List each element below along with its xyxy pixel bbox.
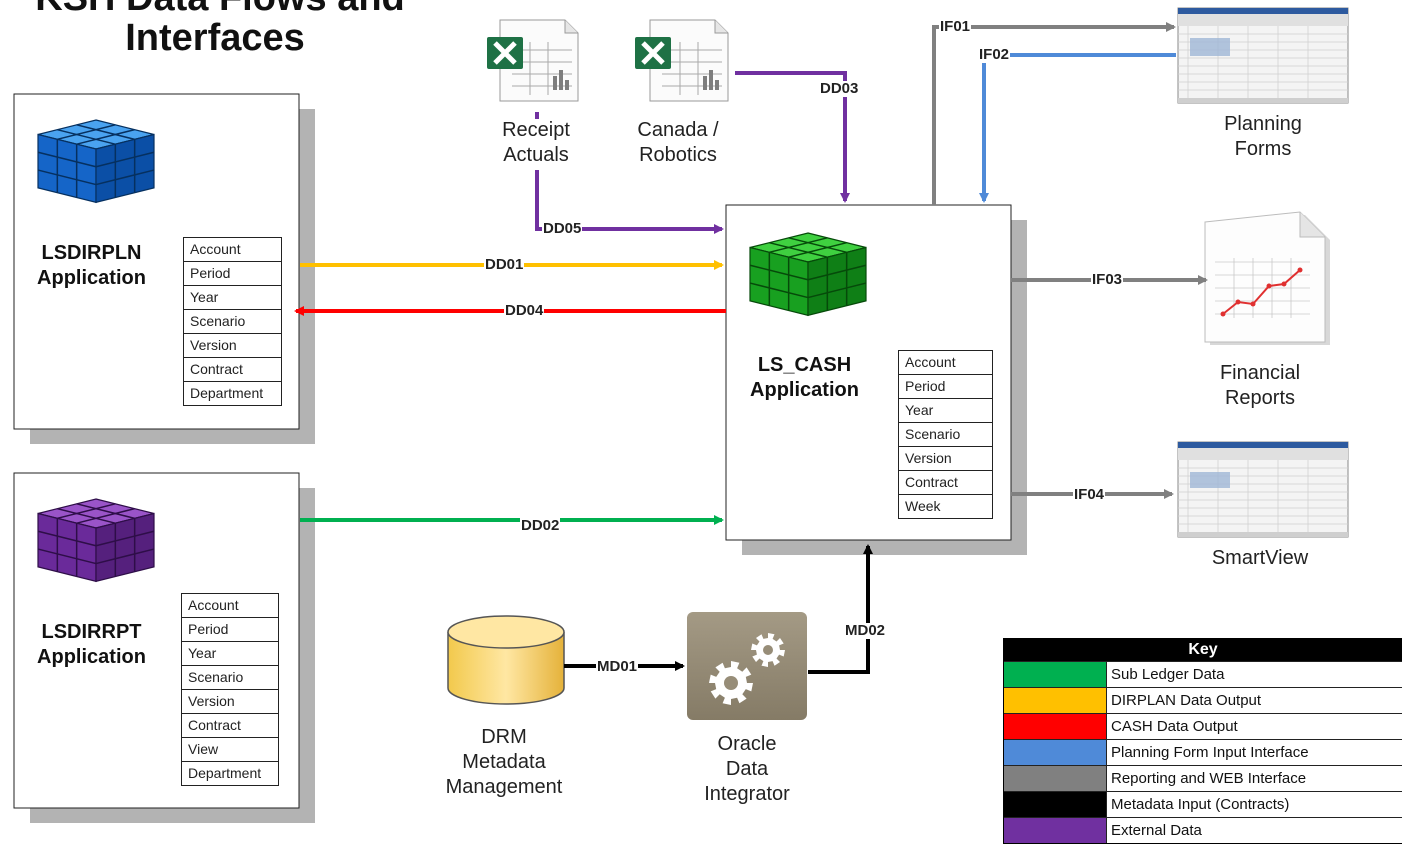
- legend-label: Planning Form Input Interface: [1111, 744, 1309, 761]
- lsdirpln-app-title: LSDIRPLN Application: [37, 242, 146, 289]
- oracle-data-integrator-gear-icon: [687, 612, 807, 720]
- flow-label-if03: IF03: [1091, 271, 1124, 288]
- dimension-cell: Account: [181, 593, 279, 618]
- flow-label-dd03: DD03: [819, 80, 860, 97]
- dimension-cell: Scenario: [181, 665, 279, 690]
- financial-reports-caption: Financial Reports: [1219, 362, 1301, 409]
- legend-swatch: [1004, 792, 1107, 817]
- lsdirrpt-app-title: LSDIRRPT Application: [37, 621, 146, 668]
- legend-row: Reporting and WEB Interface: [1004, 765, 1402, 791]
- flow-label-if02: IF02: [978, 46, 1011, 63]
- legend-swatch: [1004, 714, 1107, 739]
- legend-label: DIRPLAN Data Output: [1111, 692, 1262, 709]
- legend-row: Sub Ledger Data: [1004, 661, 1402, 687]
- flow-label-md01: MD01: [596, 658, 639, 675]
- ls-cash-cube-icon: [749, 232, 867, 317]
- legend-swatch: [1004, 818, 1107, 843]
- flow-label-if04: IF04: [1073, 486, 1106, 503]
- flow-label-dd02: DD02: [520, 517, 561, 534]
- legend-swatch: [1004, 740, 1107, 765]
- receipt-actuals-caption: Receipt Actuals: [502, 119, 570, 166]
- dimension-cell: Contract: [898, 470, 993, 495]
- dimension-cell: Period: [898, 374, 993, 399]
- smartview-thumbnail: [1177, 441, 1349, 538]
- legend-row: Planning Form Input Interface: [1004, 739, 1402, 765]
- flow-md02-arrow: [808, 544, 873, 674]
- planning-forms-caption: Planning Forms: [1224, 113, 1302, 160]
- dimension-cell: Department: [183, 381, 282, 406]
- flow-label-md02: MD02: [844, 622, 887, 639]
- legend-row: CASH Data Output: [1004, 713, 1402, 739]
- flow-if01-arrow: [932, 22, 1176, 205]
- smartview-caption: SmartView: [1211, 547, 1309, 569]
- flow-label-dd05: DD05: [542, 220, 583, 237]
- flow-label-if01: IF01: [939, 18, 972, 35]
- dimension-cell: Version: [183, 333, 282, 358]
- drm-database-icon: [447, 615, 565, 705]
- flow-label-dd01: DD01: [484, 256, 525, 273]
- lsdirrpt-cube-icon: [37, 498, 155, 583]
- dimension-cell: Scenario: [183, 309, 282, 334]
- drm-caption: DRM Metadata Management: [445, 726, 563, 798]
- legend-row: Metadata Input (Contracts): [1004, 791, 1402, 817]
- dimension-cell: Year: [898, 398, 993, 423]
- dimension-cell: Year: [181, 641, 279, 666]
- flow-dd05-arrow: [535, 170, 724, 234]
- diagram-title-line-1: KSH Data Flows and: [0, 0, 440, 18]
- receipt-actuals-excel-icon: [487, 19, 579, 102]
- dimension-cell: Period: [183, 261, 282, 286]
- financial-reports-document-icon: [1204, 211, 1330, 345]
- dimension-cell: Year: [183, 285, 282, 310]
- legend-row: External Data: [1004, 817, 1402, 843]
- ls-cash-app-title: LS_CASH Application: [750, 354, 859, 401]
- dimension-cell: Contract: [183, 357, 282, 382]
- dimension-cell: Period: [181, 617, 279, 642]
- flow-dd03-arrow: [735, 71, 850, 203]
- dimension-cell: Scenario: [898, 422, 993, 447]
- legend-row: DIRPLAN Data Output: [1004, 687, 1402, 713]
- legend-label: Sub Ledger Data: [1111, 666, 1225, 683]
- dimension-cell: Version: [181, 689, 279, 714]
- legend-swatch: [1004, 688, 1107, 713]
- dimension-cell: Account: [898, 350, 993, 375]
- canada-robotics-caption: Canada / Robotics: [637, 119, 719, 166]
- dimension-cell: Version: [898, 446, 993, 471]
- legend-label: Reporting and WEB Interface: [1111, 770, 1307, 787]
- legend-swatch: [1004, 662, 1107, 687]
- odi-caption: Oracle Data Integrator: [704, 733, 790, 805]
- dimension-cell: Department: [181, 761, 279, 786]
- planning-forms-thumbnail: [1177, 7, 1349, 104]
- legend-swatch: [1004, 766, 1107, 791]
- legend-label: External Data: [1111, 822, 1202, 839]
- dimension-cell: Account: [183, 237, 282, 262]
- dimension-cell: View: [181, 737, 279, 762]
- dimension-cell: Week: [898, 494, 993, 519]
- flow-label-dd04: DD04: [504, 302, 545, 319]
- canada-robotics-excel-icon: [635, 19, 729, 102]
- diagram-title-line-2: Interfaces: [125, 17, 305, 59]
- dimension-cell: Contract: [181, 713, 279, 738]
- legend-label: CASH Data Output: [1111, 718, 1238, 735]
- legend-title: Key: [1004, 639, 1402, 661]
- legend-label: Metadata Input (Contracts): [1111, 796, 1290, 813]
- lsdirpln-cube-icon: [37, 119, 155, 204]
